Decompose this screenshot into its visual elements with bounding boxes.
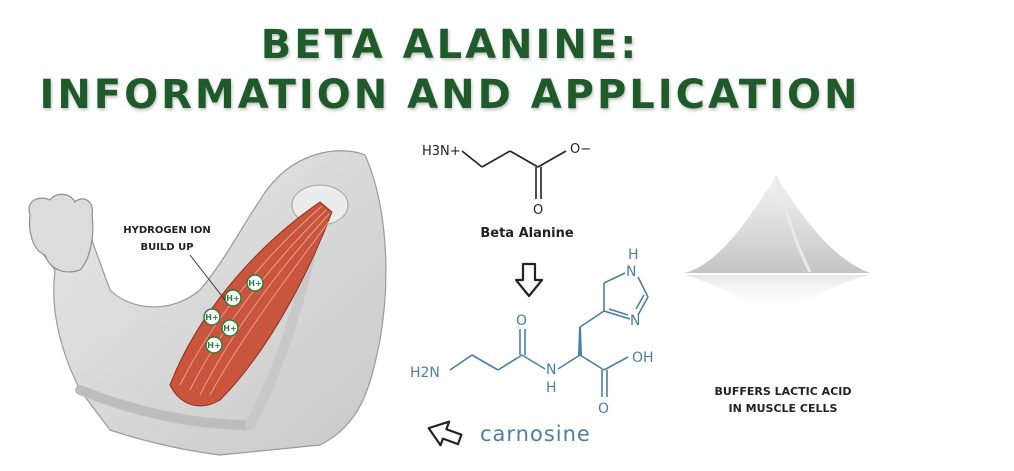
fist-outline	[28, 193, 94, 273]
label-pointer	[189, 254, 226, 301]
carbonyl-oxygen: O	[516, 313, 527, 329]
h-ion-5: H+	[205, 336, 223, 354]
buffers-label-line1: BUFFERS LACTIC ACID	[714, 385, 852, 398]
amide-hydrogen: H	[546, 380, 557, 396]
stereo-wedge	[578, 327, 582, 355]
amine-group: H3N+	[422, 144, 461, 159]
carbonyl-oxygen: O	[533, 203, 543, 218]
buffers-lactic-acid-label: BUFFERS LACTIC ACID IN MUSCLE CELLS	[688, 383, 878, 417]
h-ion-1: H+	[246, 274, 264, 292]
h-ion-2: H+	[224, 289, 242, 307]
page-title-line2: INFORMATION AND APPLICATION	[39, 72, 861, 118]
carnosine-amine: H2N	[410, 365, 440, 381]
powder-pile-image	[685, 175, 870, 316]
h-ion-4: H+	[221, 319, 239, 337]
arm-illustration: H+ H+ H+ H+ H+	[28, 150, 387, 456]
svg-text:H+: H+	[207, 341, 220, 350]
carnosine-structure: H2N N H O O OH N H N	[410, 247, 654, 417]
beta-alanine-structure: H3N+ O− O	[422, 142, 591, 218]
ring-nitrogen: N	[630, 313, 640, 329]
arrow-down-icon	[514, 262, 544, 298]
carnosine-label: carnosine	[480, 422, 591, 446]
beta-alanine-label: Beta Alanine	[480, 226, 574, 241]
biceps-muscle	[169, 201, 333, 407]
carboxyl-oxygen: O	[598, 401, 609, 417]
svg-text:H+: H+	[226, 294, 239, 303]
h-ion-3: H+	[203, 308, 221, 326]
svg-text:H+: H+	[223, 324, 236, 333]
page-title-line1: BETA ALANINE:	[260, 22, 640, 68]
amide-nitrogen: N	[546, 362, 556, 378]
ring-nh-nitrogen: N	[626, 264, 636, 280]
carboxylate-oxygen: O−	[570, 142, 591, 157]
hydrogen-ion-label: HYDROGEN ION BUILD UP	[112, 222, 222, 256]
svg-text:H+: H+	[248, 279, 261, 288]
hydrogen-ion-label-line1: HYDROGEN ION	[123, 225, 211, 236]
hydrogen-ions: H+ H+ H+ H+ H+	[203, 274, 264, 354]
forearm-bone	[75, 385, 255, 430]
ring-nh-hydrogen: H	[628, 247, 639, 263]
hydroxyl-group: OH	[632, 350, 654, 366]
arrow-left-icon	[427, 420, 463, 447]
svg-text:H+: H+	[205, 313, 218, 322]
hydrogen-ion-label-line2: BUILD UP	[140, 242, 194, 253]
buffers-label-line2: IN MUSCLE CELLS	[728, 402, 838, 415]
